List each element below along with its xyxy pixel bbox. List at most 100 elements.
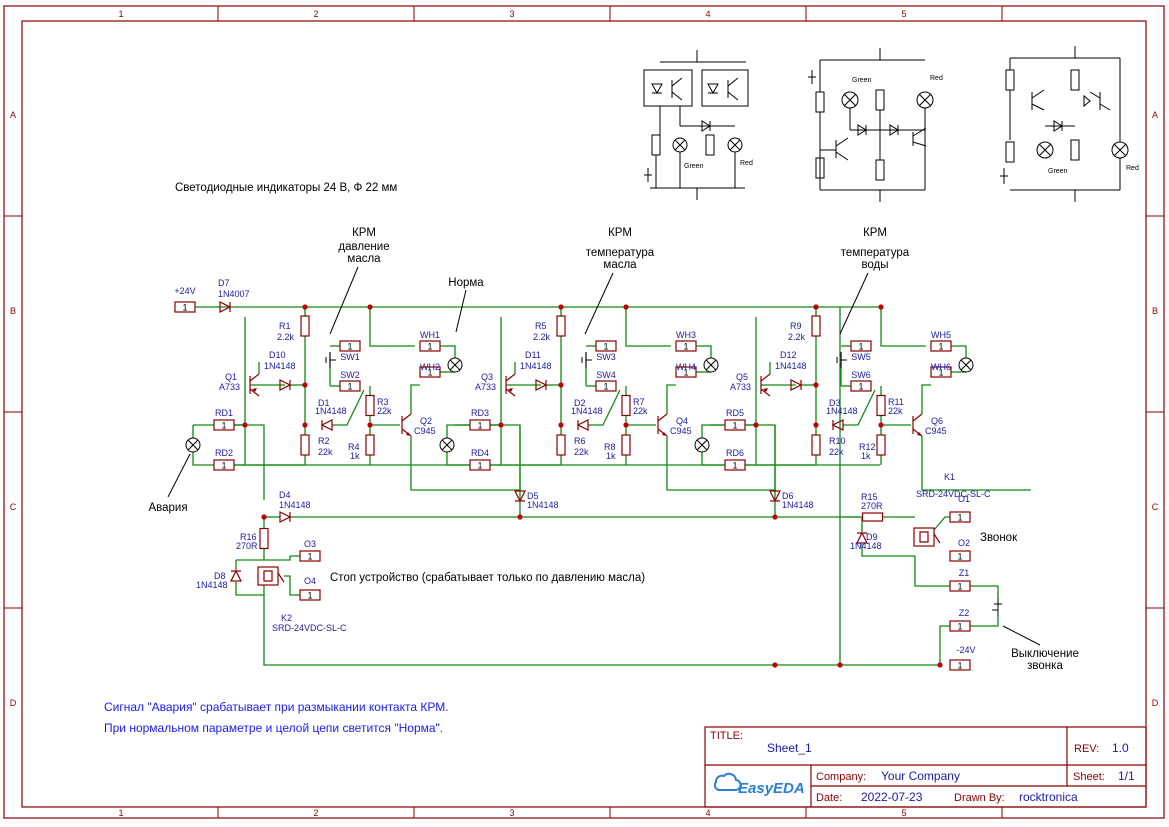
junction-dot <box>623 422 629 428</box>
net-port-pin: 1 <box>477 421 482 431</box>
net-port-pin: 1 <box>603 382 608 392</box>
plus24-label: +24V <box>174 286 195 296</box>
net-port-rd2 <box>213 459 235 471</box>
net-port-o2 <box>949 550 971 562</box>
rev-value: 1.0 <box>1112 741 1129 755</box>
resistor-r8 <box>621 434 631 456</box>
q4-val: C945 <box>670 426 692 436</box>
net-label-o3: O3 <box>304 539 316 549</box>
r7-val: 22k <box>633 406 648 416</box>
junction-dot <box>517 514 523 520</box>
net-label-sw3: SW3 <box>596 352 616 362</box>
net-label-wh5: WH5 <box>931 330 951 340</box>
frame-row-a-right: A <box>1152 110 1158 120</box>
mini-schematic-transistor <box>808 48 934 202</box>
frame-row-d-left: D <box>10 698 17 708</box>
q4-ref: Q4 <box>676 416 688 426</box>
r15-val: 270R <box>861 501 883 511</box>
transistor-q6 <box>912 413 923 437</box>
kpm-oil-temp-line3: масла <box>603 259 637 271</box>
diode-d4 <box>279 511 292 523</box>
net-label-rd1: RD1 <box>215 408 233 418</box>
d12-ref: D12 <box>780 350 797 360</box>
lamp-avaria-3 <box>694 437 710 453</box>
junction-dot <box>367 304 373 310</box>
diode-d10 <box>279 379 292 391</box>
d9-ref: D9 <box>866 532 878 542</box>
net-port-pin: 1 <box>683 368 688 378</box>
components <box>167 266 1041 671</box>
net-port-pin: 1 <box>732 421 737 431</box>
r6-val: 22k <box>574 447 589 457</box>
junction-dot <box>302 422 308 428</box>
mini-schematic-optocoupler <box>643 50 749 200</box>
sheet-value: 1/1 <box>1118 769 1135 783</box>
transistor-q3 <box>505 373 516 397</box>
junction-dot <box>837 662 843 668</box>
kpm-oil-temp-line1: КРМ <box>608 227 632 239</box>
rev-label: REV: <box>1074 743 1099 755</box>
lamp-wh1 <box>447 357 463 373</box>
junction-dots <box>242 304 943 668</box>
r3-val: 22k <box>377 406 392 416</box>
mini-3-green: Green <box>1048 168 1068 175</box>
relay-k2 <box>257 566 279 586</box>
resistor-r2 <box>300 434 310 456</box>
diode-d12 <box>790 379 803 391</box>
r4-ref: R4 <box>348 442 360 452</box>
mini-schematic-alt <box>1000 46 1129 202</box>
kpm-oil-temp-line2: температура <box>586 247 655 259</box>
resistor-r6 <box>556 434 566 456</box>
mini-1-red: Red <box>740 160 753 167</box>
zvonok-label: Звонок <box>980 532 1018 544</box>
r5-ref: R5 <box>535 321 547 331</box>
r8-ref: R8 <box>604 442 616 452</box>
net-label-sw2: SW2 <box>340 370 360 380</box>
r15-ref: R15 <box>861 492 878 502</box>
frame-col-5-top: 5 <box>901 9 906 19</box>
bell-off-line2: звонка <box>1027 660 1063 672</box>
net-port-pin: 1 <box>957 582 962 592</box>
net-label-wh2: WH2 <box>420 362 440 372</box>
net-label-wh6: WH6 <box>931 362 951 372</box>
q5-val: A733 <box>730 382 751 392</box>
mini-3-red: Red <box>1126 165 1139 172</box>
kpm-water-temp-line3: воды <box>861 259 888 271</box>
net-port-wh6 <box>930 366 952 378</box>
junction-dot <box>878 304 884 310</box>
net-port-o3 <box>299 550 321 562</box>
indicators-note: Светодиодные индикаторы 24 В, Ф 22 мм <box>175 182 397 194</box>
r7-ref: R7 <box>633 397 645 407</box>
signal-note: Сигнал "Авария" срабатывает при размыкан… <box>104 700 449 714</box>
k2-ref: K2 <box>281 613 292 623</box>
r8-val: 1k <box>606 451 616 461</box>
net-port-sw5 <box>850 340 872 352</box>
net-port-pin: 1 <box>427 342 432 352</box>
net-port-pin: 1 <box>427 368 432 378</box>
r16-ref: R16 <box>240 532 257 542</box>
r6-ref: R6 <box>574 436 586 446</box>
d8-val: 1N4148 <box>196 580 228 590</box>
net-port-pin: 1 <box>307 591 312 601</box>
d8-ref: D8 <box>214 571 226 581</box>
junction-dot <box>302 382 308 388</box>
r10-val: 22k <box>829 447 844 457</box>
q3-ref: Q3 <box>481 372 493 382</box>
resistor-r11 <box>876 394 886 417</box>
d4-ref: D4 <box>279 490 291 500</box>
r3-ref: R3 <box>377 397 389 407</box>
r2-ref: R2 <box>318 436 330 446</box>
net-port-pin: 1 <box>858 342 863 352</box>
net-label-wh1: WH1 <box>420 330 440 340</box>
net-port-plus24 <box>174 301 196 313</box>
junction-dot <box>623 304 629 310</box>
net-port-rd3 <box>469 419 491 431</box>
kpm-pressure-line3: масла <box>347 253 381 265</box>
frame-row-a-left: A <box>10 110 16 120</box>
resistor-r9 <box>811 315 821 337</box>
net-label-z2: Z2 <box>959 608 970 618</box>
net-port-pin: 1 <box>477 461 482 471</box>
net-label-sw1: SW1 <box>340 352 360 362</box>
net-label-wh3: WH3 <box>676 330 696 340</box>
frame-col-3-top: 3 <box>509 9 514 19</box>
